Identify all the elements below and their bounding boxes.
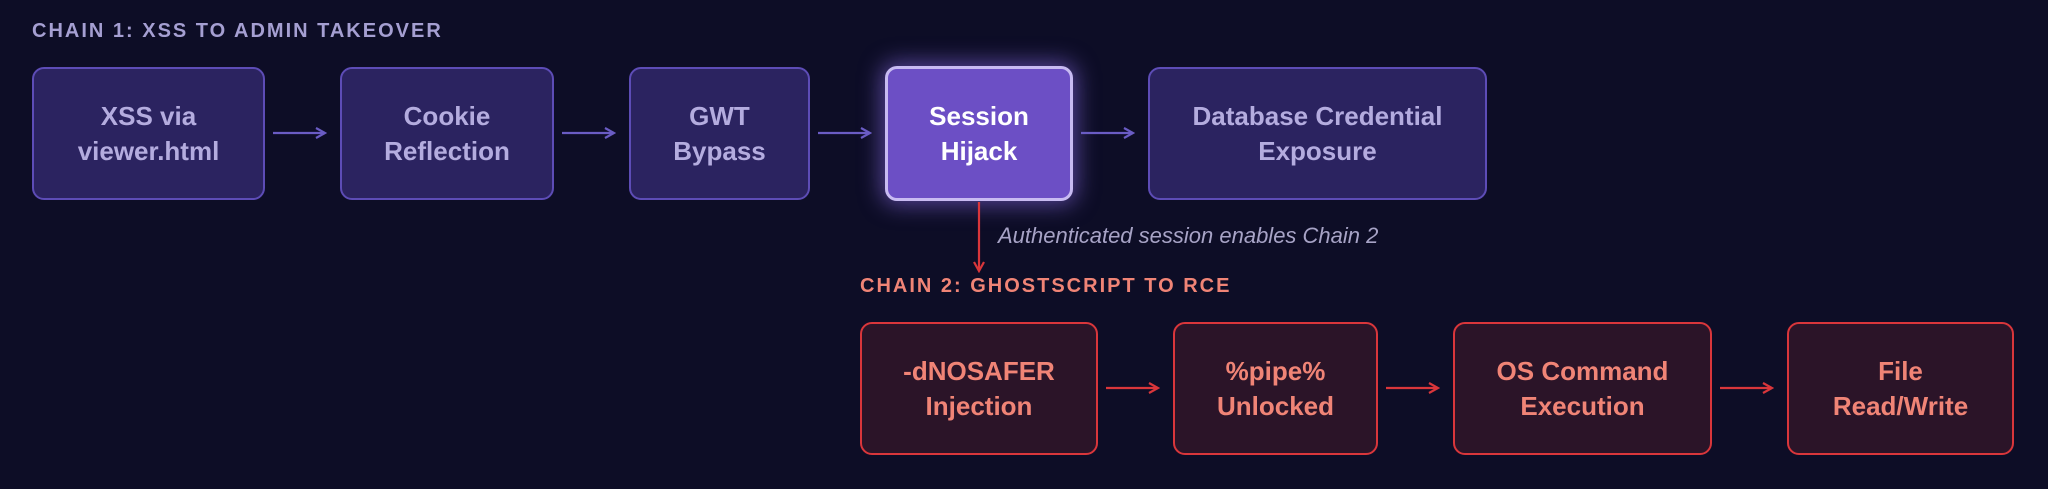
chain2-step-dnosafer-injection[interactable]: -dNOSAFER Injection (860, 322, 1098, 455)
chain-link-annotation: Authenticated session enables Chain 2 (998, 223, 1379, 248)
step-label: Database Credential Exposure (1192, 100, 1443, 166)
step-label: GWT Bypass (673, 100, 766, 166)
step-label: Cookie Reflection (384, 100, 510, 166)
chain2-step-pipe-unlocked[interactable]: %pipe% Unlocked (1173, 322, 1378, 455)
step-label: OS Command Execution (1496, 355, 1669, 421)
chain2-step-os-command-execution[interactable]: OS Command Execution (1453, 322, 1712, 455)
chain1-title: CHAIN 1: XSS TO ADMIN TAKEOVER (32, 20, 443, 42)
chain1-step-session-hijack[interactable]: Session Hijack (885, 66, 1073, 201)
chain1-step-cookie-reflection[interactable]: Cookie Reflection (340, 67, 554, 200)
chain2-step-file-read-write[interactable]: File Read/Write (1787, 322, 2014, 455)
step-label: -dNOSAFER Injection (903, 355, 1055, 421)
chain2-title: CHAIN 2: GHOSTSCRIPT TO RCE (860, 275, 1232, 297)
step-label: XSS via viewer.html (77, 100, 220, 166)
step-label: Session Hijack (929, 100, 1029, 166)
chain1-step-db-credential-exposure[interactable]: Database Credential Exposure (1148, 67, 1487, 200)
chain1-step-gwt-bypass[interactable]: GWT Bypass (629, 67, 810, 200)
step-label: %pipe% Unlocked (1216, 355, 1335, 421)
chain1-step-xss[interactable]: XSS via viewer.html (32, 67, 265, 200)
step-label: File Read/Write (1832, 355, 1969, 421)
